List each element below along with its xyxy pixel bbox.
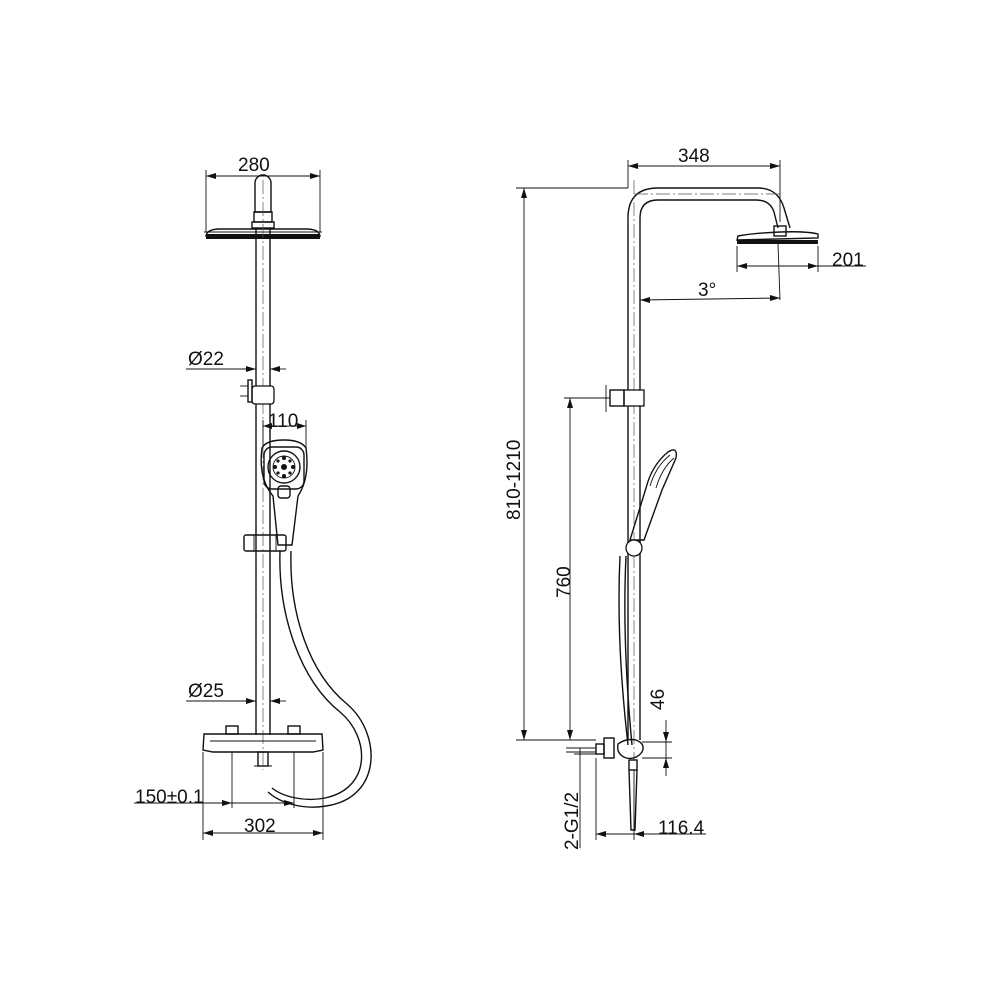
dimension-inlet-spacing xyxy=(134,752,295,808)
dimension-arm-reach-label: 348 xyxy=(678,146,710,167)
slide-holder xyxy=(243,534,287,552)
dimension-arm-reach xyxy=(627,160,781,222)
dimension-head-angle-label: 3° xyxy=(698,280,716,301)
dimension-inlet-spacing-label: 150±0.1 xyxy=(135,787,204,808)
dimension-mixer-offset-label: 46 xyxy=(648,689,669,710)
dimension-mixer-offset xyxy=(642,720,672,776)
thermostatic-mixer xyxy=(202,725,324,767)
side-mixer-body xyxy=(566,737,644,831)
dimension-head-width-label: 280 xyxy=(238,155,270,176)
dimension-280 xyxy=(205,170,321,232)
dimension-head-diameter-label: 201 xyxy=(832,250,864,271)
side-riser-and-arm xyxy=(627,180,791,760)
dimension-connection-label: 2-G1/2 xyxy=(562,792,583,850)
dimension-pipe-upper-label: Ø22 xyxy=(188,349,224,370)
dimension-mixer-width-label: 302 xyxy=(244,816,276,837)
dimension-mixer-width xyxy=(202,752,324,840)
shower-hose xyxy=(267,550,372,808)
wall-bracket xyxy=(240,379,275,405)
dimension-pipe-lower xyxy=(186,698,286,704)
side-wall-bracket xyxy=(605,385,645,412)
dimension-projection-label: 116.4 xyxy=(658,818,705,839)
dimension-handshower xyxy=(262,420,307,448)
dimension-bracket-height xyxy=(564,397,610,740)
dimension-projection xyxy=(595,758,706,840)
dimension-handshower-label: 110 xyxy=(268,411,298,432)
dimension-head-angle xyxy=(639,243,781,303)
dimension-connection xyxy=(574,748,596,848)
dimension-head-diameter xyxy=(736,246,866,272)
side-hose xyxy=(618,555,633,746)
hand-shower xyxy=(260,439,308,546)
front-view: 280 Ø22 110 Ø25 xyxy=(134,155,372,840)
dimension-pipe-upper xyxy=(186,366,286,372)
dimension-total-height-label: 810-1210 xyxy=(504,440,525,520)
dimension-pipe-lower-label: Ø25 xyxy=(188,681,224,702)
side-view: 348 201 3° 810-1210 xyxy=(504,146,866,850)
side-hand-shower xyxy=(625,449,678,557)
dimension-total-height xyxy=(516,187,628,741)
side-overhead-shower-head xyxy=(736,225,819,244)
dimension-bracket-height-label: 760 xyxy=(554,566,575,598)
